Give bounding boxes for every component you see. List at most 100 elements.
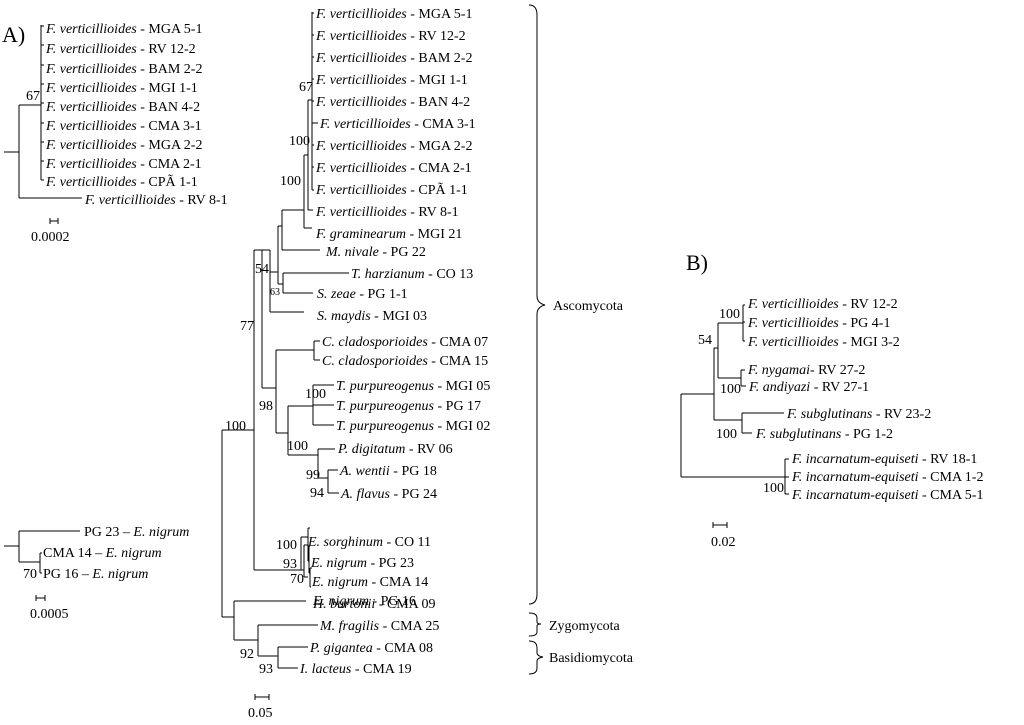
tree-a-taxon: T. purpureogenus - MGI 02 — [336, 419, 490, 434]
inset-top-scale-label: 0.0002 — [31, 230, 70, 245]
tree-b-taxon-species: F. verticillioides — [747, 335, 839, 350]
tree-b-taxon-isolate: - CMA 5-1 — [919, 488, 984, 503]
tree-b-support: 100 — [720, 382, 741, 397]
tree-a-taxon-isolate: - CMA 07 — [428, 335, 488, 350]
tree-a-taxon-isolate: - PG 16 — [369, 594, 416, 609]
tree-a-taxon-species: P. gigantea — [309, 641, 373, 656]
tree-b-taxon-species: F. nygamai — [747, 363, 810, 378]
inset-bottom-taxon: CMA 14 – E. nigrum — [43, 546, 162, 561]
basidiomycota-bracket — [528, 640, 544, 675]
tree-a-taxon: T. purpureogenus - PG 17 — [336, 399, 481, 414]
tree-b-taxon-species: F. verticillioides — [747, 297, 839, 312]
tree-b-branches — [680, 304, 789, 495]
tree-b-taxon-species: F. incarnatum-equiseti — [791, 452, 919, 467]
tree-b-taxon-isolate: - RV 18-1 — [919, 452, 978, 467]
tree-b-taxon-species: F. incarnatum-equiseti — [791, 470, 919, 485]
tree-a-taxon-species: F. verticillioides — [315, 183, 407, 198]
phylum-zygomycota: Zygomycota — [549, 619, 621, 634]
tree-a-taxon-isolate: - CMA 2-1 — [407, 161, 472, 176]
inset-top-taxon-isolate: - BAM 2-2 — [137, 62, 203, 77]
inset-top-branches — [4, 25, 82, 199]
tree-a-taxon-species: T. harzianum — [351, 267, 425, 282]
inset-bottom-taxon-species: E. nigrum — [132, 525, 189, 540]
tree-b-taxon-isolate: - MGI 3-2 — [839, 335, 900, 350]
tree-b-taxon-species: F. andiyazi — [748, 380, 810, 395]
tree-a-taxon-isolate: - MGI 02 — [434, 419, 490, 434]
ascomycota-bracket — [528, 4, 546, 605]
tree-b-taxon-species: F. incarnatum-equiseti — [791, 488, 919, 503]
tree-a-taxon-species: T. purpureogenus — [336, 379, 435, 394]
tree-a-taxon: H. burtonii - CMA 09 — [312, 597, 436, 612]
inset-bottom-taxon-isolate: CMA 14 – — [43, 546, 106, 561]
tree-a-taxon-isolate: - CPÃ 1-1 — [407, 182, 468, 198]
tree-a-taxon: A. wentii - PG 18 — [339, 464, 437, 479]
inset-bottom-taxon: PG 23 – E. nigrum — [84, 525, 189, 540]
inset-bottom-support: 70 — [23, 567, 37, 582]
tree-a-taxon: T. purpureogenus - MGI 05 — [336, 379, 490, 394]
tree-a-taxon-species: I. lacteus — [299, 662, 352, 677]
tree-b-taxon-isolate: - RV 12-2 — [839, 297, 898, 312]
tree-a-support: 98 — [259, 399, 273, 414]
tree-a-taxon-isolate: - MGI 1-1 — [407, 73, 468, 88]
tree-a-taxon-species: S. zeae — [317, 287, 356, 302]
tree-a-taxon-isolate: - CMA 14 — [368, 575, 428, 590]
phylum-ascomycota: Ascomycota — [553, 299, 624, 314]
tree-b-taxon: F. incarnatum-equiseti - RV 18-1 — [791, 452, 977, 467]
tree-a-taxon: F. verticillioides - BAN 4-2 — [315, 95, 470, 110]
tree-a-taxon: S. zeae - PG 1-1 — [317, 287, 408, 302]
tree-a-taxon: M. fragilis - CMA 25 — [319, 619, 439, 634]
tree-b-taxon: F. subglutinans - PG 1-2 — [755, 427, 893, 442]
tree-a-taxon-species: F. verticillioides — [315, 7, 407, 22]
tree-b-taxon: F. incarnatum-equiseti - CMA 5-1 — [791, 488, 983, 503]
tree-a-taxon: F. verticillioides - MGA 5-1 — [315, 7, 472, 22]
inset-top-taxon-isolate: - MGA 5-1 — [137, 22, 203, 37]
tree-b-taxon: F. incarnatum-equiseti - CMA 1-2 — [791, 470, 983, 485]
phylum-brackets — [528, 4, 546, 675]
tree-a-taxon: C. cladosporioides - CMA 15 — [322, 354, 488, 369]
tree-a-support: 93 — [259, 662, 273, 677]
tree-b-taxon: F. andiyazi - RV 27-1 — [748, 380, 869, 395]
tree-b-taxon-isolate: - RV 27-1 — [810, 380, 869, 395]
tree-a-taxon-isolate: - PG 18 — [390, 464, 437, 479]
inset-top-taxon-species: F. verticillioides — [45, 42, 137, 57]
inset-top-taxon-species: F. verticillioides — [45, 157, 137, 172]
tree-b-scale-label: 0.02 — [711, 535, 736, 550]
inset-top-taxon-isolate: - RV 12-2 — [137, 42, 196, 57]
inset-top-taxon-isolate: - RV 8-1 — [176, 193, 228, 208]
tree-a-taxon-isolate: - MGI 05 — [434, 379, 490, 394]
inset-top-taxon: F. verticillioides - CMA 2-1 — [45, 157, 202, 172]
inset-bottom-taxon: PG 16 – E. nigrum — [43, 567, 148, 582]
tree-a-taxon: E. nigrum - PG 16 — [312, 594, 416, 609]
tree-b-taxon-species: F. verticillioides — [747, 316, 839, 331]
tree-a-taxon: F. verticillioides - BAM 2-2 — [315, 51, 472, 66]
inset-bottom-taxon-isolate: PG 16 – — [43, 567, 92, 582]
inset-bottom-branches — [4, 530, 80, 574]
tree-a-support: 92 — [240, 647, 254, 662]
tree-b-taxon-isolate: - PG 4-1 — [839, 316, 891, 331]
tree-a-support: 100 — [280, 174, 301, 189]
tree-b-support: 100 — [719, 307, 740, 322]
tree-a-taxon-species: E. nigrum — [310, 556, 367, 571]
inset-top-taxon-species: F. verticillioides — [45, 62, 137, 77]
tree-a-taxon-species: F. verticillioides — [315, 139, 407, 154]
inset-top-taxon: F. verticillioides - CMA 3-1 — [45, 119, 202, 134]
tree-a-taxon-isolate: - MGA 2-2 — [407, 139, 473, 154]
tree-b-taxon-isolate: - RV 23-2 — [872, 407, 931, 422]
tree-a-taxon-isolate: - PG 1-1 — [356, 287, 408, 302]
tree-a-taxon: F. verticillioides - CMA 3-1 — [319, 117, 476, 132]
inset-top-taxon: F. verticillioides - BAN 4-2 — [45, 100, 200, 115]
inset-top-support: 67 — [26, 89, 40, 104]
tree-a-taxon-species: M. fragilis — [319, 619, 380, 634]
tree-a-taxon-species: F. verticillioides — [315, 95, 407, 110]
tree-a-taxon-isolate: - PG 17 — [434, 399, 481, 414]
tree-a-taxon-species: F. verticillioides — [315, 29, 407, 44]
tree-a-taxon-isolate: - BAM 2-2 — [407, 51, 473, 66]
tree-a-taxon-isolate: - PG 24 — [390, 487, 437, 502]
tree-b-taxon: F. verticillioides - MGI 3-2 — [747, 335, 900, 350]
tree-a-support: 100 — [225, 419, 246, 434]
inset-top-taxon-isolate: - MGI 1-1 — [137, 81, 198, 96]
inset-top-taxon-isolate: - CMA 3-1 — [137, 119, 202, 134]
